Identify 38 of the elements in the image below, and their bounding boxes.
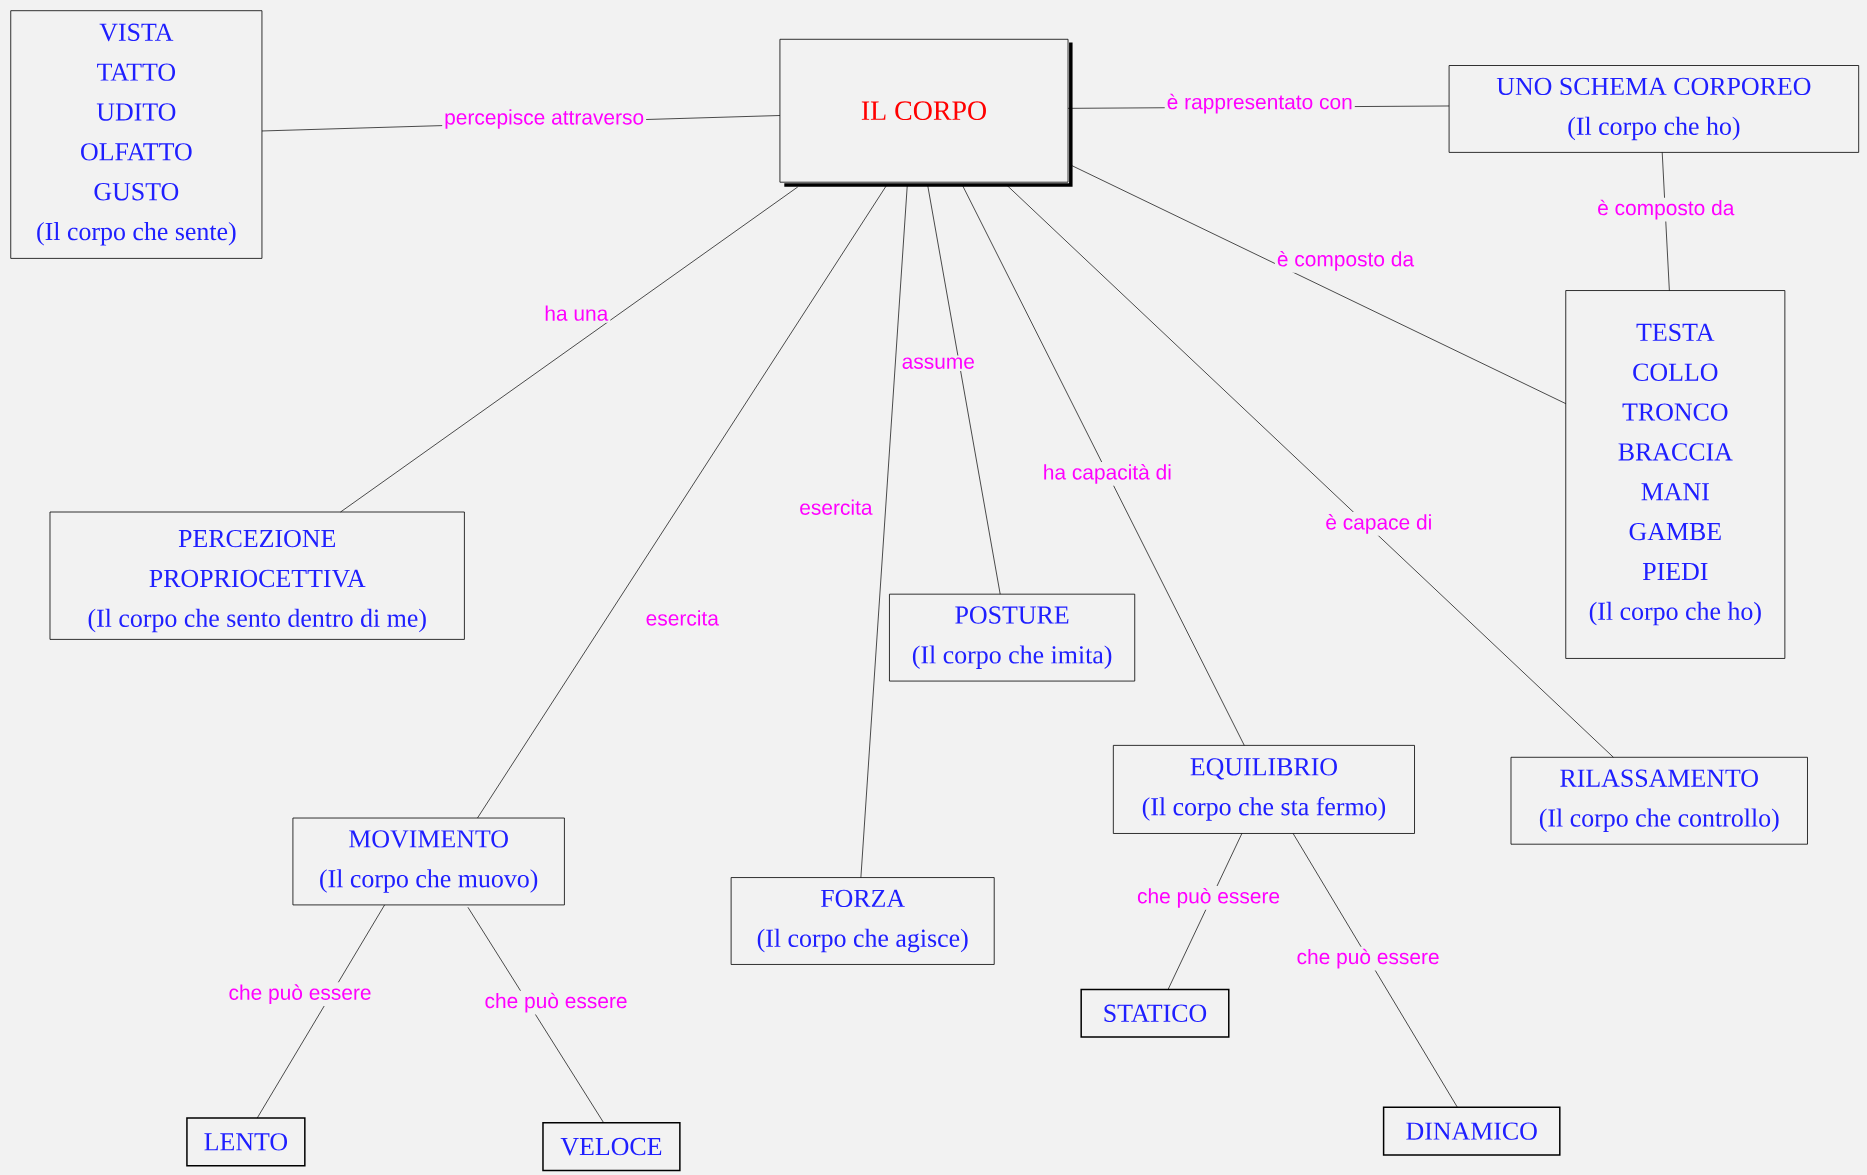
edge-label: ha capacità di (1040, 461, 1174, 486)
concept-box: STATICO (1080, 988, 1230, 1038)
concept-box: VISTA TATTO UDITO OLFATTO GUSTO (Il corpo che sente) (10, 10, 263, 259)
edge-label: che può essere (482, 990, 630, 1015)
edge-label: percepisce attraverso (442, 107, 647, 131)
edge-label: esercita (797, 497, 875, 517)
concept-box: POSTURE (Il corpo che imita) (889, 593, 1136, 682)
concept-box: FORZA (Il corpo che agisce) (730, 877, 995, 965)
concept-box: UNO SCHEMA CORPOREO (Il corpo che ho) (1448, 65, 1860, 153)
edge-label: assume (899, 355, 977, 371)
edge-label: che può essere (1294, 946, 1442, 971)
edge-label: è capace di (1323, 511, 1435, 536)
concept-box: PERCEZIONE PROPRIOCETTIVA (Il corpo che sento dentro di me) (49, 511, 465, 640)
connector-line (860, 184, 908, 878)
edge-label: che può essere (226, 982, 374, 1006)
edge-label: esercita (643, 608, 721, 628)
edge-label: è composto da (1274, 248, 1417, 273)
concept-box: EQUILIBRIO (Il corpo che sta fermo) (1112, 744, 1415, 834)
connector-line (467, 906, 605, 1124)
edge-label: è composto da (1595, 197, 1737, 222)
edge-label: ha una (542, 303, 611, 323)
connector-line (1292, 833, 1458, 1108)
concept-box: DINAMICO (1382, 1106, 1561, 1156)
edge-label: è rappresentato con (1164, 91, 1355, 116)
connector-line (340, 186, 799, 513)
connector-line (477, 184, 888, 819)
connector-line (256, 904, 385, 1119)
concept-box: VELOCE (542, 1122, 681, 1172)
connector-line (961, 184, 1245, 746)
concept-box: RILASSAMENTO (Il corpo che controllo) (1510, 756, 1808, 845)
concept-box: IL CORPO (779, 38, 1073, 187)
concept-box: TESTA COLLO TRONCO BRACCIA MANI GAMBE PIEDI (Il corpo che ho) (1565, 290, 1786, 659)
connector-line (1005, 184, 1614, 758)
connector-line (927, 184, 1001, 595)
concept-box: LENTO (186, 1117, 306, 1167)
edge-label: che può essere (1135, 885, 1283, 910)
connector-line (1071, 165, 1567, 404)
concept-box: MOVIMENTO (Il corpo che muovo) (292, 817, 565, 906)
